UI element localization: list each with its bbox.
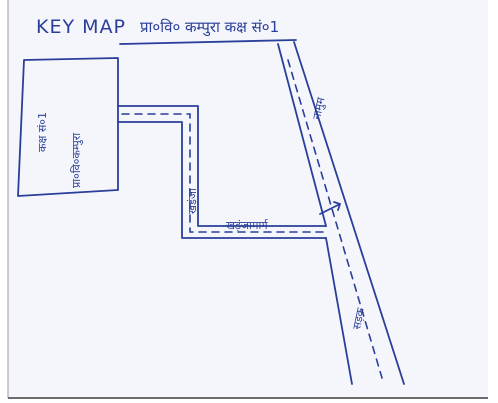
building-label-room: कक्ष सं०1 <box>36 112 49 152</box>
main-road-right-edge <box>293 41 405 385</box>
map-subtitle: प्रा०वि० कम्पुरा कक्ष सं०1 <box>140 18 279 37</box>
title-underline <box>119 39 297 45</box>
brick-path-outer-edge <box>117 105 327 227</box>
junction-arrow-icon <box>319 201 341 215</box>
map-title: KEY MAP <box>36 16 126 38</box>
road-label-top: नामुम <box>310 96 327 121</box>
main-road-left-edge <box>277 43 353 385</box>
paper-background <box>8 0 488 398</box>
brick-path-centerline <box>121 113 325 233</box>
road-label-bottom: सड़क <box>350 306 367 331</box>
brick-path-inner-edge <box>117 121 327 239</box>
school-building <box>17 57 119 197</box>
path-label-lower: खड़ंजामार्ग <box>226 219 269 232</box>
building-label-school: प्रा०वि०कम्पुरा <box>70 133 83 188</box>
main-road-centerline <box>287 59 383 379</box>
path-label-upper: खड़ंजा <box>186 188 199 214</box>
